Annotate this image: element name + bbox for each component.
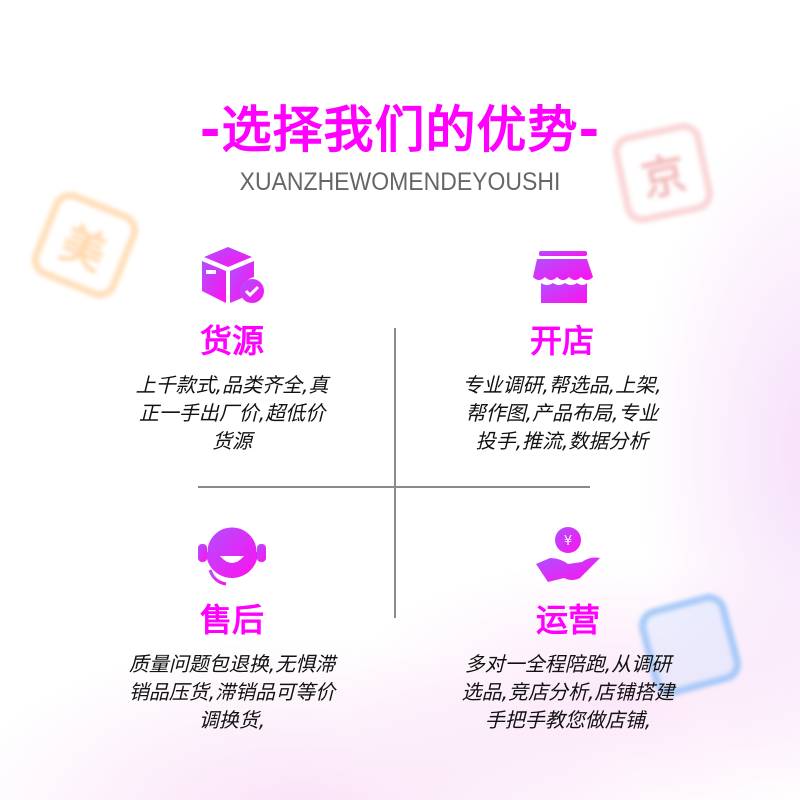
feature-desc: 多对一全程陪跑,从调研选品,竞店分析,店铺搭建手把手教您做店铺, [461, 652, 675, 732]
feature-title: 运营 [535, 601, 600, 639]
feature-after-sales: 售后 质量问题包退换,无惧滞销品压货,滞销品可等价调换货, [82, 522, 382, 734]
feature-desc: 专业调研,帮选品,上架,帮作图,产品布局,专业投手,推流,数据分析 [462, 373, 662, 453]
feature-desc: 质量问题包退换,无惧滞销品压货,滞销品可等价调换货, [128, 652, 336, 732]
page-subtitle: XUANZHEWOMENDEYOUSHI [239, 168, 561, 196]
divider-horizontal [198, 486, 590, 488]
feature-source: 货源 上千款式,品类齐全,真正一手出厂价,超低价货源 [82, 243, 382, 455]
yuan-hand-icon: ¥ [418, 522, 718, 584]
storefront-icon [412, 243, 712, 305]
page-title: -选择我们的优势- [199, 101, 601, 159]
divider-vertical [394, 328, 396, 618]
feature-title: 开店 [529, 322, 594, 360]
svg-text:¥: ¥ [564, 534, 572, 549]
feature-title: 售后 [199, 601, 264, 639]
feature-open-store: 开店 专业调研,帮选品,上架,帮作图,产品布局,专业投手,推流,数据分析 [412, 243, 712, 455]
box-check-icon [82, 243, 382, 305]
feature-desc: 上千款式,品类齐全,真正一手出厂价,超低价货源 [135, 373, 329, 453]
customer-service-icon [82, 522, 382, 586]
feature-operation: ¥ 运营 多对一全程陪跑,从调研选品,竞店分析,店铺搭建手把手教您做店铺, [418, 522, 718, 734]
feature-title: 货源 [199, 322, 264, 360]
